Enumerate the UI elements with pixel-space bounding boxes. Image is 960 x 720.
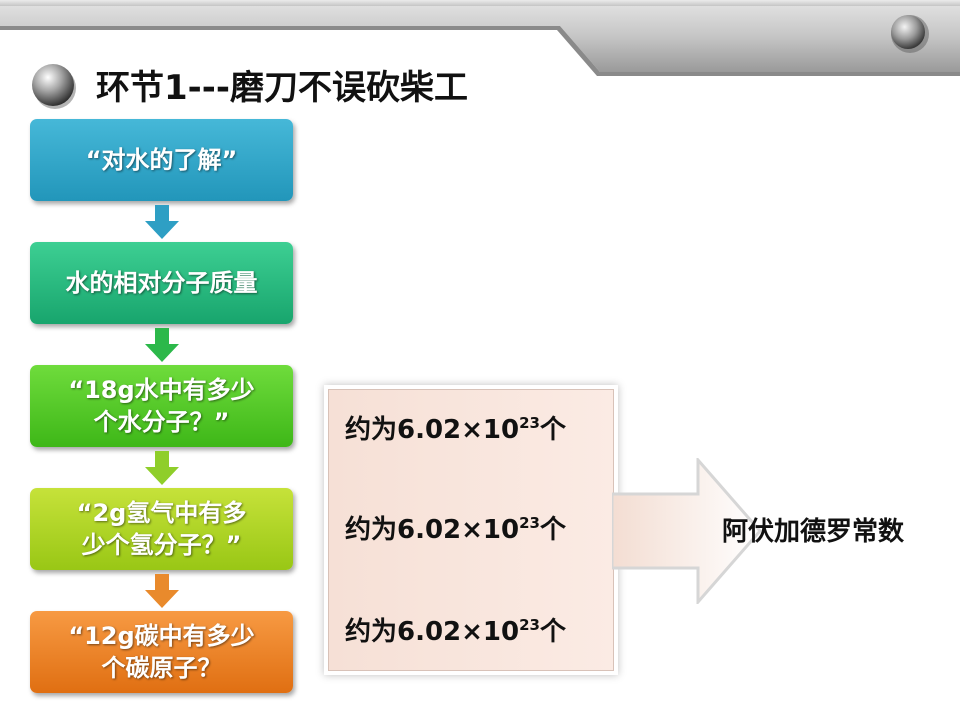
flow-step-text: “2g氢气中有多 <box>76 499 247 527</box>
exponent: 23 <box>519 514 540 532</box>
down-arrow-icon <box>145 205 179 239</box>
exponent: 23 <box>519 616 540 634</box>
result-line: 约为6.02×1023个 <box>345 616 567 647</box>
flow-step-hydrogen-molecules: “2g氢气中有多 少个氢分子？” <box>30 488 293 570</box>
down-arrow-icon <box>145 451 179 485</box>
result-line: 约为6.02×1023个 <box>345 514 567 545</box>
flow-step-text: 少个氢分子？” <box>81 531 242 559</box>
flow-step-text: “18g水中有多少 <box>68 376 255 404</box>
flow-step-text: “12g碳中有多少 <box>68 622 255 650</box>
conclusion-text: 阿伏加德罗常数 <box>722 517 905 547</box>
down-arrow-icon <box>145 328 179 362</box>
result-box: 约为6.02×1023个 约为6.02×1023个 约为6.02×1023个 <box>328 389 614 671</box>
right-arrow-icon <box>612 458 762 604</box>
flow-step-text: “对水的了解” <box>85 146 238 174</box>
header-decoration <box>0 0 960 76</box>
flow-step-water-molecules: “18g水中有多少 个水分子？” <box>30 365 293 447</box>
flow-step-understand-water: “对水的了解” <box>30 119 293 201</box>
exponent: 23 <box>519 414 540 432</box>
flow-step-carbon-atoms: “12g碳中有多少 个碳原子？ <box>30 611 293 693</box>
down-arrow-icon <box>145 574 179 608</box>
title-bullet-icon <box>32 64 76 109</box>
flow-step-molecular-mass: 水的相对分子质量 <box>30 242 293 324</box>
flow-step-text: 个水分子？” <box>93 408 230 436</box>
flow-step-text: 个碳原子？ <box>101 654 222 682</box>
slide-title: 环节1---磨刀不误砍柴工 <box>96 68 468 108</box>
result-line: 约为6.02×1023个 <box>345 414 567 445</box>
flow-step-text: 水的相对分子质量 <box>65 269 258 297</box>
